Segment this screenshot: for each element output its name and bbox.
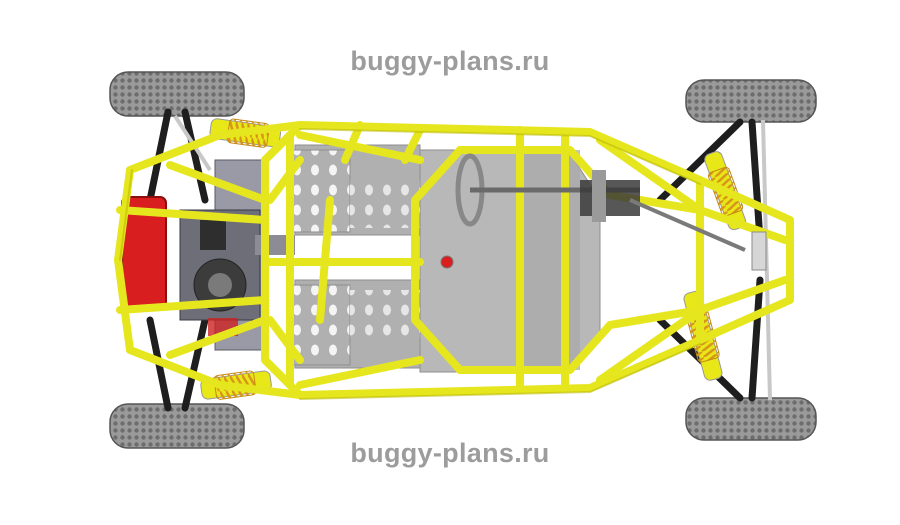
watermark-bottom: buggy-plans.ru — [350, 438, 550, 468]
front-left-wheel — [685, 79, 817, 123]
rear-left-wheel — [109, 71, 245, 117]
wheels — [109, 71, 817, 449]
front-right-wheel — [685, 397, 817, 441]
tubular-frame — [114, 121, 794, 399]
watermark-top: buggy-plans.ru — [350, 46, 550, 76]
steering-assembly — [440, 153, 767, 271]
rear-right-wheel — [109, 403, 245, 449]
